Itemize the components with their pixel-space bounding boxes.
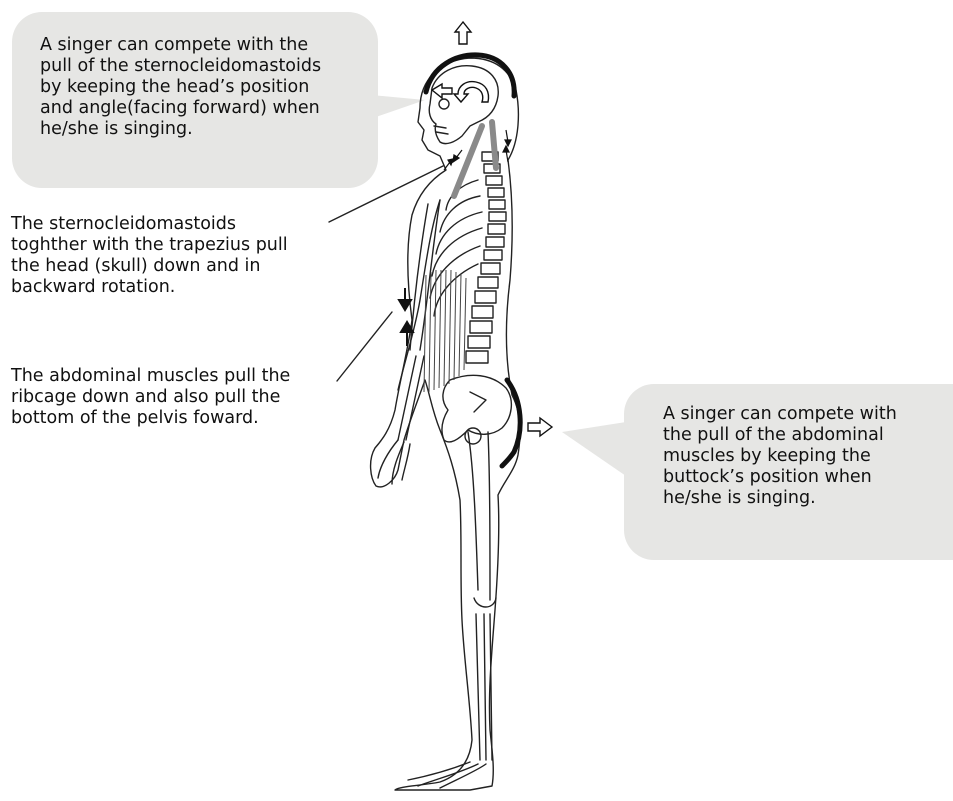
vertebra (466, 351, 488, 363)
vertebra (488, 188, 504, 197)
trapezius-muscle (492, 122, 496, 168)
vertebra (486, 176, 502, 185)
right-arrow-icon (528, 418, 552, 436)
abdominal-muscle (424, 270, 466, 392)
vertebra (475, 291, 496, 303)
vertebra (478, 277, 498, 288)
vertebra (489, 200, 505, 209)
foot-bones (408, 762, 486, 788)
down-arrow-icon (399, 300, 411, 310)
pelvis-detail (470, 392, 486, 412)
left-arrow-icon (432, 84, 452, 98)
vertebra (481, 263, 500, 274)
abdominal-leader-line (337, 312, 392, 381)
femur (468, 432, 490, 600)
spine (466, 152, 506, 363)
eye-socket (439, 99, 449, 109)
knee (474, 598, 496, 607)
vertebra (470, 321, 492, 333)
vertebra (468, 336, 490, 348)
sternocleidomastoid-muscle (454, 126, 482, 196)
vertebra (472, 306, 493, 318)
vertebra (486, 237, 504, 247)
vertebra (489, 212, 506, 221)
vertebra (484, 250, 502, 260)
up-arrow-icon (455, 22, 471, 44)
rotate-arrow-icon (454, 82, 489, 102)
vertebra (488, 224, 505, 234)
arm-bones (398, 200, 440, 440)
femur-head (465, 428, 481, 444)
